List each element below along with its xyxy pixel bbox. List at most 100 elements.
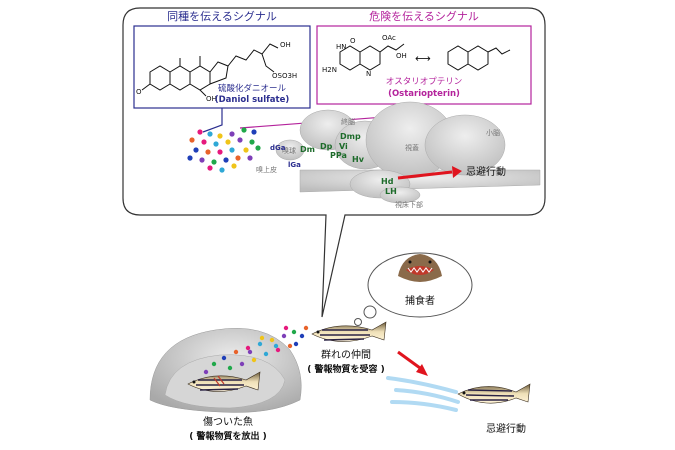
kin-signal-title: 同種を伝えるシグナル — [167, 9, 277, 23]
region-lh: LH — [385, 187, 397, 196]
escape-arrowhead — [416, 364, 428, 376]
thought-bubble-dot-large — [363, 305, 377, 319]
danger-compound-en: (Ostariopterin) — [388, 89, 460, 99]
brain-region-labels: Dmp Dm Dp Vi PPa Hv Hd LH — [300, 132, 397, 196]
alarm-dot — [211, 361, 217, 367]
alarm-dot — [233, 349, 239, 355]
predator-label: 捕食者 — [405, 294, 435, 307]
region-hd: Hd — [381, 177, 394, 186]
injured-fish-sublabel: ( 警報物質を放出 ) — [189, 430, 267, 442]
odor-dot — [255, 145, 261, 151]
region-dmp: Dmp — [340, 132, 361, 141]
thought-bubble — [367, 252, 473, 318]
odor-dot — [217, 149, 223, 155]
odor-dot — [247, 155, 253, 161]
kin-signal-panel: 同種を伝えるシグナル OH OSO3H O OH 硫酸化ダニオール (Danio… — [133, 9, 311, 109]
alarm-dot — [291, 329, 297, 335]
alarm-dot — [245, 345, 251, 351]
danger-hn-label: HN — [336, 43, 347, 51]
danger-n-label: N — [366, 70, 371, 78]
escape-arrow — [397, 350, 421, 370]
escaping-fish — [457, 383, 531, 404]
alarm-dot — [221, 355, 227, 361]
odor-dot — [249, 139, 255, 145]
odor-dot — [251, 129, 257, 135]
ostariopterin-structure-left — [339, 43, 405, 71]
shoal-member-sublabel: ( 警報物質を受容 ) — [307, 363, 385, 375]
label-telencephalon: 終脳 — [341, 117, 355, 126]
odor-dot — [217, 133, 223, 139]
glomerulus-lga: lGa — [288, 161, 301, 169]
kin-so3h-label: OSO3H — [272, 72, 297, 80]
danger-signal-panel: 危険を伝えるシグナル OAc OH H2N HN O N ⟷ オスタリオプテリン… — [316, 9, 532, 105]
danger-oh-label: OH — [396, 52, 407, 60]
danger-signal-title: 危険を伝えるシグナル — [369, 9, 479, 23]
alarm-dot — [239, 361, 245, 367]
injured-fish-label: 傷ついた魚 — [203, 415, 253, 428]
alarm-dot — [303, 325, 309, 331]
alarm-dot — [259, 335, 265, 341]
odor-dot — [243, 147, 249, 153]
equilibrium-arrow: ⟷ — [415, 52, 431, 65]
kin-oh2-label: OH — [206, 95, 217, 103]
brain-output-label: 忌避行動 — [466, 165, 506, 178]
odor-dot — [211, 159, 217, 165]
danger-nh2-label: H2N — [322, 66, 337, 74]
odor-dot — [197, 129, 203, 135]
alarm-dot — [273, 343, 279, 349]
brain-odor-dots — [187, 127, 261, 173]
region-hv: Hv — [352, 155, 365, 164]
alarm-dot — [263, 351, 269, 357]
glomeruli-labels: dGa lGa — [270, 144, 301, 169]
region-ppa: PPa — [330, 151, 347, 160]
odor-dot — [207, 131, 213, 137]
label-hypothalamus: 視床下部 — [395, 200, 423, 209]
kin-oh-label: OH — [280, 41, 291, 49]
odor-dot — [201, 139, 207, 145]
odor-dot — [199, 157, 205, 163]
predator-shark — [398, 254, 442, 282]
brain-output-arrow — [397, 170, 453, 180]
released-alarm-dots — [203, 325, 309, 375]
ostariopterin-structure-right — [447, 45, 511, 71]
region-vi: Vi — [339, 142, 348, 151]
danger-o-label: O — [350, 37, 356, 45]
alarm-dot — [293, 341, 299, 347]
odor-dot — [231, 163, 237, 169]
brain-output-arrowhead — [452, 166, 462, 178]
injured-fish — [187, 371, 261, 392]
odor-dot — [229, 131, 235, 137]
region-dp: Dp — [320, 142, 333, 151]
shoal-member-fish — [311, 321, 387, 342]
odor-dot — [213, 141, 219, 147]
label-olfactory-bulb: 嗅球 — [282, 146, 296, 155]
label-olfactory-epithelium: 嗅上皮 — [256, 165, 277, 174]
odor-dot — [225, 139, 231, 145]
daniol-sulfate-structure — [141, 43, 279, 97]
shoal-member-label: 群れの仲間 — [321, 348, 371, 361]
alarm-dot — [283, 325, 289, 331]
odor-dot — [235, 155, 241, 161]
water-streaks — [386, 376, 460, 412]
danger-compound-jp: オスタリオプテリン — [386, 77, 463, 87]
odor-dot — [241, 127, 247, 133]
danger-oac-label: OAc — [382, 34, 396, 42]
kin-connector-line — [202, 108, 223, 133]
thought-bubble-dot-small — [354, 318, 362, 326]
odor-dot — [229, 147, 235, 153]
odor-dot — [219, 167, 225, 173]
region-dm: Dm — [300, 145, 315, 154]
alarm-dot — [227, 365, 233, 371]
alarm-dot — [275, 347, 281, 353]
alarm-dot — [281, 333, 287, 339]
odor-dot — [193, 147, 199, 153]
kin-compound-jp: 硫酸化ダニオール — [218, 83, 287, 94]
alarm-dot — [203, 369, 209, 375]
odor-dot — [189, 137, 195, 143]
odor-dot — [223, 157, 229, 163]
alarm-dot — [251, 357, 257, 363]
label-cerebellum: 小脳 — [486, 128, 500, 137]
avoidance-label: 忌避行動 — [486, 422, 526, 435]
glomerulus-dga: dGa — [270, 144, 286, 152]
label-tectum: 視蓋 — [405, 143, 419, 152]
